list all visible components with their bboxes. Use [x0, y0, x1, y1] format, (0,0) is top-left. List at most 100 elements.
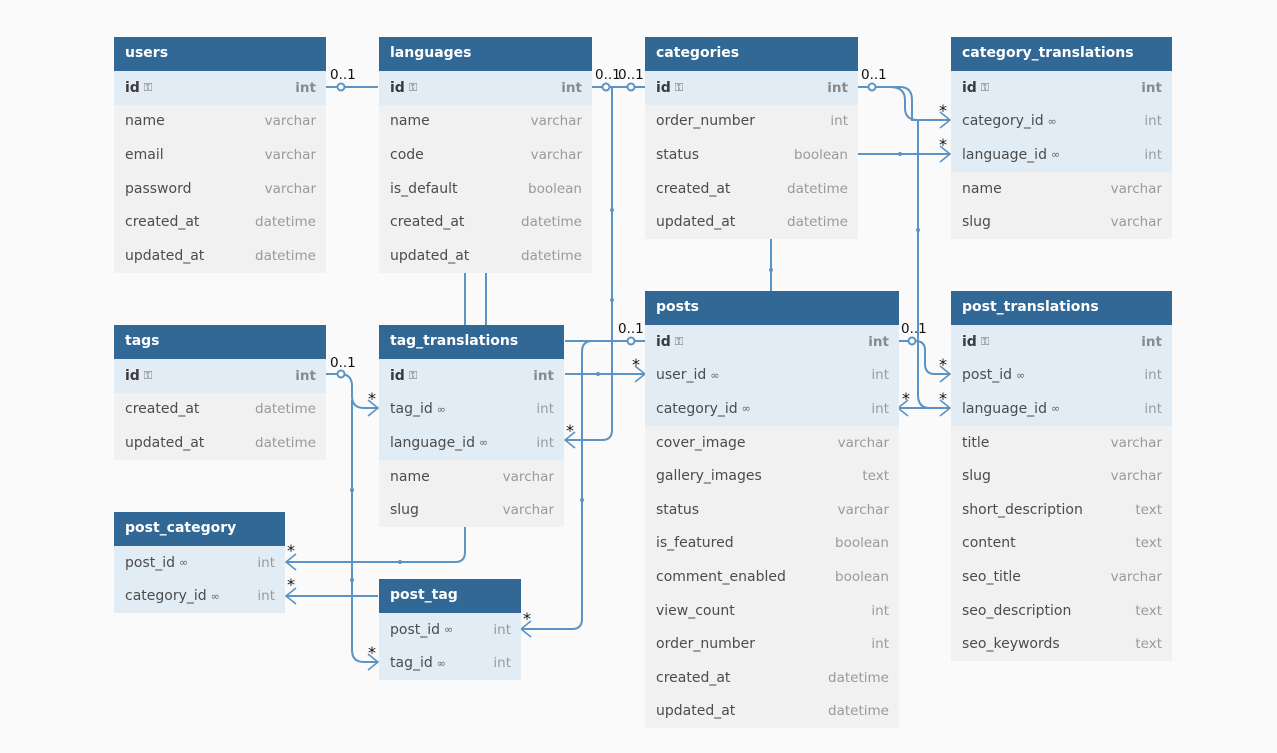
- table-row[interactable]: code varchar: [379, 138, 592, 172]
- field-type: boolean: [794, 146, 848, 163]
- table-row[interactable]: seo_description text: [951, 593, 1172, 628]
- key-icon: ⚿: [143, 80, 153, 94]
- table-row[interactable]: name varchar: [951, 171, 1172, 206]
- table-header[interactable]: users: [114, 37, 326, 71]
- table-row[interactable]: language_id∞ int: [951, 392, 1172, 426]
- field-type: int: [533, 367, 554, 384]
- table-row[interactable]: id⚿ int: [379, 71, 592, 105]
- table-row[interactable]: name varchar: [379, 459, 564, 494]
- table-row[interactable]: updated_at datetime: [114, 238, 326, 273]
- table-row[interactable]: tag_id∞ int: [379, 392, 564, 427]
- table-header[interactable]: post_tag: [379, 579, 521, 613]
- table-row[interactable]: seo_keywords text: [951, 627, 1172, 661]
- table-row[interactable]: slug varchar: [379, 493, 564, 527]
- table-header[interactable]: post_translations: [951, 291, 1172, 325]
- table-row[interactable]: tag_id∞ int: [379, 646, 521, 681]
- table-header[interactable]: category_translations: [951, 37, 1172, 71]
- table-row[interactable]: id⚿ int: [951, 325, 1172, 359]
- table-tags[interactable]: tags id⚿ int created_at datetime updated…: [114, 325, 326, 460]
- table-post-tag[interactable]: post_tag post_id∞ int tag_id∞ int: [379, 579, 521, 681]
- table-header[interactable]: post_category: [114, 512, 285, 546]
- table-row[interactable]: password varchar: [114, 171, 326, 206]
- table-row[interactable]: language_id∞ int: [951, 138, 1172, 172]
- field-type: text: [1135, 636, 1162, 653]
- table-row[interactable]: seo_title varchar: [951, 560, 1172, 594]
- cardinality-many-label: *: [939, 389, 947, 408]
- table-row[interactable]: updated_at datetime: [645, 205, 858, 239]
- table-row[interactable]: category_id∞ int: [114, 579, 285, 614]
- table-row[interactable]: order_number int: [645, 627, 899, 661]
- cardinality-many-label: *: [939, 101, 947, 120]
- table-row[interactable]: created_at datetime: [114, 205, 326, 239]
- field-type: text: [1135, 535, 1162, 552]
- table-row[interactable]: cover_image varchar: [645, 425, 899, 460]
- field-name: comment_enabled: [656, 568, 786, 585]
- table-row[interactable]: post_id∞ int: [379, 613, 521, 647]
- table-row[interactable]: category_id∞ int: [645, 392, 899, 426]
- field-name-wrap: short_description: [962, 502, 1083, 518]
- table-row[interactable]: post_id∞ int: [114, 546, 285, 580]
- field-name: name: [390, 113, 430, 130]
- table-row[interactable]: content text: [951, 526, 1172, 561]
- table-row[interactable]: id⚿ int: [114, 359, 326, 393]
- table-tag-translations[interactable]: tag_translations id⚿ int tag_id∞ int lan…: [379, 325, 564, 527]
- table-row[interactable]: user_id∞ int: [645, 358, 899, 393]
- table-row[interactable]: slug varchar: [951, 459, 1172, 493]
- table-row[interactable]: id⚿ int: [379, 359, 564, 393]
- table-row[interactable]: name varchar: [114, 104, 326, 139]
- table-users[interactable]: users id⚿ int name varchar email varchar…: [114, 37, 326, 273]
- key-icon: ⚿: [408, 80, 418, 94]
- table-row[interactable]: post_id∞ int: [951, 358, 1172, 393]
- table-row[interactable]: order_number int: [645, 104, 858, 139]
- table-row[interactable]: email varchar: [114, 138, 326, 172]
- table-row[interactable]: name varchar: [379, 104, 592, 139]
- field-name-wrap: is_featured: [656, 535, 734, 551]
- table-row[interactable]: title varchar: [951, 425, 1172, 460]
- table-row[interactable]: status varchar: [645, 492, 899, 527]
- table-categories[interactable]: categories id⚿ int order_number int stat…: [645, 37, 858, 239]
- table-row[interactable]: category_id∞ int: [951, 104, 1172, 139]
- field-type: varchar: [1110, 434, 1162, 451]
- table-row[interactable]: created_at datetime: [645, 171, 858, 206]
- table-post-category[interactable]: post_category post_id∞ int category_id∞ …: [114, 512, 285, 614]
- table-row[interactable]: updated_at datetime: [379, 238, 592, 273]
- zero-one-marker: [626, 336, 636, 346]
- table-row[interactable]: id⚿ int: [114, 71, 326, 105]
- table-row[interactable]: id⚿ int: [951, 71, 1172, 105]
- field-name-wrap: seo_description: [962, 603, 1071, 619]
- field-name: order_number: [656, 636, 755, 653]
- table-row[interactable]: language_id∞ int: [379, 426, 564, 460]
- table-header[interactable]: tags: [114, 325, 326, 359]
- table-row[interactable]: id⚿ int: [645, 325, 899, 359]
- table-row[interactable]: status boolean: [645, 138, 858, 172]
- field-name-wrap: content: [962, 535, 1016, 551]
- field-name-wrap: updated_at: [390, 248, 469, 264]
- field-type: varchar: [530, 113, 582, 130]
- field-type: varchar: [1110, 568, 1162, 585]
- table-post-translations[interactable]: post_translations id⚿ int post_id∞ int l…: [951, 291, 1172, 661]
- table-row[interactable]: updated_at datetime: [114, 426, 326, 460]
- field-name-wrap: created_at: [125, 214, 199, 230]
- table-row[interactable]: gallery_images text: [645, 459, 899, 493]
- table-header[interactable]: tag_translations: [379, 325, 564, 359]
- table-row[interactable]: updated_at datetime: [645, 694, 899, 729]
- table-row[interactable]: short_description text: [951, 492, 1172, 527]
- table-header[interactable]: posts: [645, 291, 899, 325]
- table-posts[interactable]: posts id⚿ int user_id∞ int category_id∞ …: [645, 291, 899, 729]
- table-header[interactable]: categories: [645, 37, 858, 71]
- table-row[interactable]: created_at datetime: [645, 660, 899, 695]
- table-row[interactable]: comment_enabled boolean: [645, 560, 899, 594]
- table-row[interactable]: is_featured boolean: [645, 526, 899, 561]
- table-category-translations[interactable]: category_translations id⚿ int category_i…: [951, 37, 1172, 239]
- table-row[interactable]: created_at datetime: [379, 205, 592, 239]
- field-name: created_at: [390, 214, 465, 231]
- field-name: tag_id: [390, 401, 433, 418]
- table-row[interactable]: created_at datetime: [114, 392, 326, 427]
- table-row[interactable]: view_count int: [645, 593, 899, 628]
- table-row[interactable]: slug varchar: [951, 205, 1172, 239]
- table-row[interactable]: id⚿ int: [645, 71, 858, 105]
- table-row[interactable]: is_default boolean: [379, 171, 592, 206]
- field-name-wrap: seo_keywords: [962, 636, 1060, 652]
- table-header[interactable]: languages: [379, 37, 592, 71]
- table-languages[interactable]: languages id⚿ int name varchar code varc…: [379, 37, 592, 273]
